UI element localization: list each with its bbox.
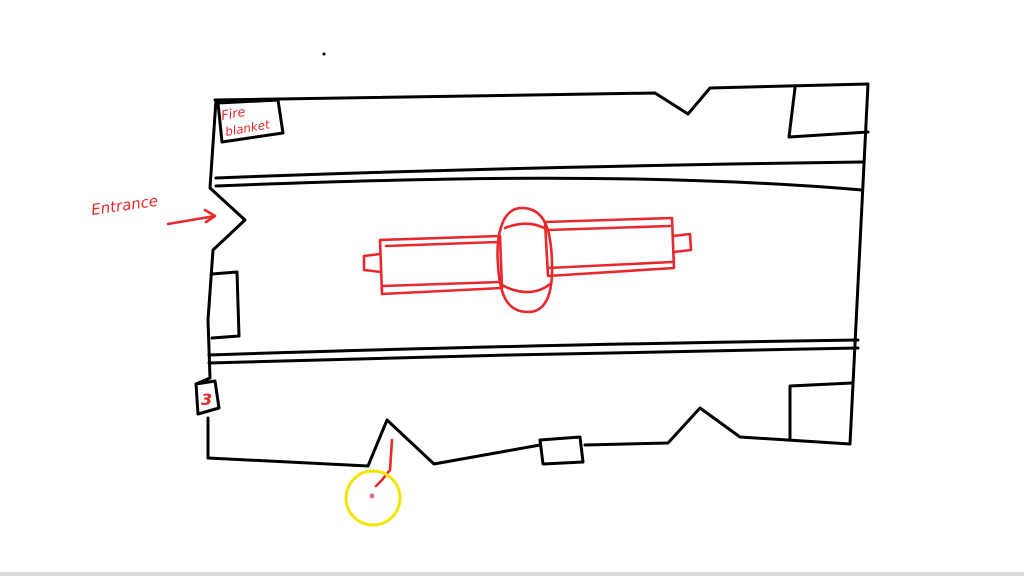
table-left-section xyxy=(378,234,504,296)
bottom-bar xyxy=(0,572,1024,576)
fire-blanket-label-line1: Fire xyxy=(220,105,247,124)
lower-corridor-line-2 xyxy=(207,346,860,365)
center-table xyxy=(362,206,693,314)
bottom-door-block xyxy=(538,435,585,466)
lower-corridor-line-1 xyxy=(207,338,860,357)
stray-dot xyxy=(322,52,326,56)
table-center-oval xyxy=(496,206,554,314)
table-right-end xyxy=(671,232,693,254)
cursor-dot xyxy=(369,493,375,499)
cursor-highlight xyxy=(344,469,402,527)
table-right-section xyxy=(543,216,676,278)
corner-square-bottom xyxy=(788,381,854,442)
entrance-arrow xyxy=(166,208,217,226)
table-left-end xyxy=(362,252,383,274)
table-center-inner xyxy=(500,222,552,294)
left-door-niche xyxy=(210,270,241,340)
upper-corridor-line-2 xyxy=(214,176,864,192)
corner-square-top xyxy=(787,86,870,139)
upper-corridor-line-1 xyxy=(214,160,864,180)
pen-annotation xyxy=(374,438,394,488)
fire-blanket-box xyxy=(216,98,285,144)
marker-number: 3 xyxy=(201,390,212,409)
marker-box xyxy=(194,379,221,416)
room-outline xyxy=(194,82,870,468)
entrance-label: Entrance xyxy=(90,192,159,219)
